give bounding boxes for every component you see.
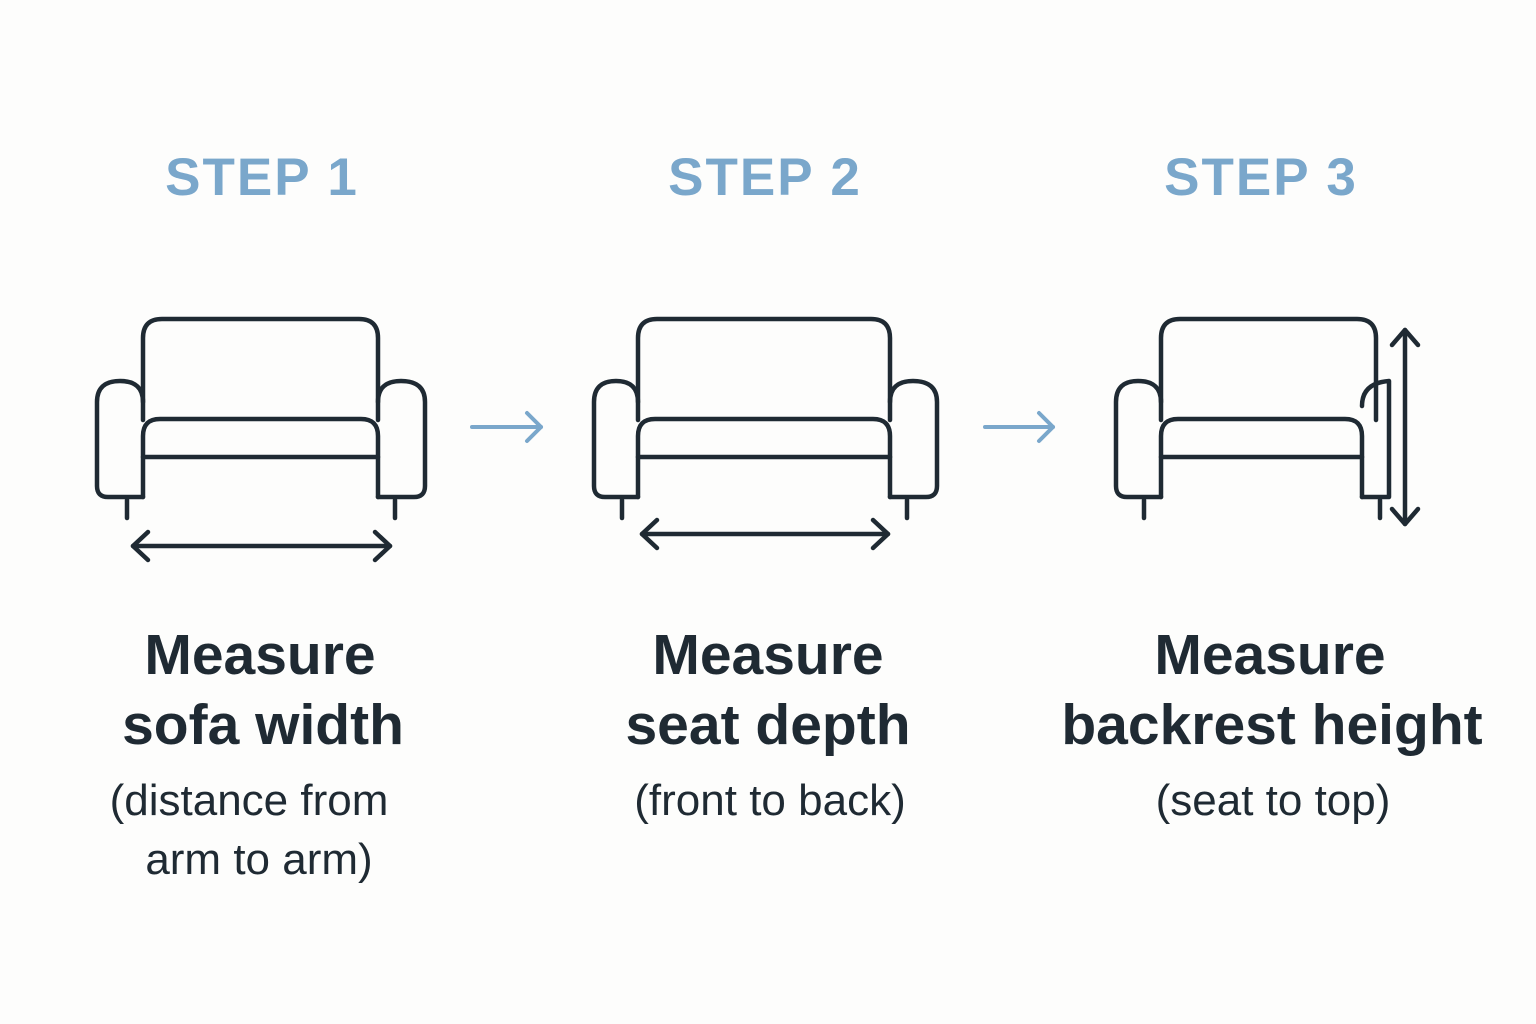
- step-1-title-line-1: Measure: [144, 623, 376, 687]
- sofa-2-left-arm: [591, 378, 641, 500]
- step-1-caption-line-2: arm to arm): [145, 835, 373, 884]
- sofa-1-icon: [94, 316, 428, 521]
- height-arrow-icon: [1389, 327, 1421, 527]
- sofa-1-cushion: [140, 416, 381, 500]
- sofa-2-cushion: [635, 416, 893, 500]
- sofa-3-backrest: [1158, 316, 1379, 423]
- step-3-label: STEP 3: [1164, 148, 1358, 207]
- depth-arrow-icon: [639, 517, 891, 551]
- step-3-caption-line-1: (seat to top): [1155, 776, 1391, 825]
- sofa-2-icon: [591, 316, 940, 521]
- sofa-2-right-arm: [887, 378, 940, 500]
- step-2-title-line-2: seat depth: [625, 693, 911, 757]
- connector-arrow-1-icon: [470, 411, 543, 443]
- connector-arrow-2-icon: [983, 411, 1055, 443]
- sofa-3-cushion: [1158, 416, 1365, 500]
- sofa-3-icon: [1113, 316, 1392, 521]
- step-1-title-line-2: sofa width: [122, 693, 404, 757]
- sofa-1-backrest: [140, 316, 381, 423]
- step-2-caption-line-1: (front to back): [634, 776, 906, 825]
- step-1-label: STEP 1: [165, 148, 359, 207]
- step-3-title-line-2: backrest height: [1061, 693, 1483, 757]
- width-arrow-icon: [130, 529, 393, 563]
- sofa-1-left-arm: [94, 378, 146, 500]
- sofa-2-backrest: [635, 316, 893, 423]
- sofa-3-left-arm: [1113, 378, 1164, 500]
- step-2-title-line-1: Measure: [652, 623, 884, 687]
- step-3-title-line-1: Measure: [1154, 623, 1386, 687]
- step-2-label: STEP 2: [668, 148, 862, 207]
- sofa-1-right-arm: [375, 378, 428, 500]
- step-1-caption-line-1: (distance from: [109, 776, 389, 825]
- sofa-3-right-arm: [1359, 378, 1392, 500]
